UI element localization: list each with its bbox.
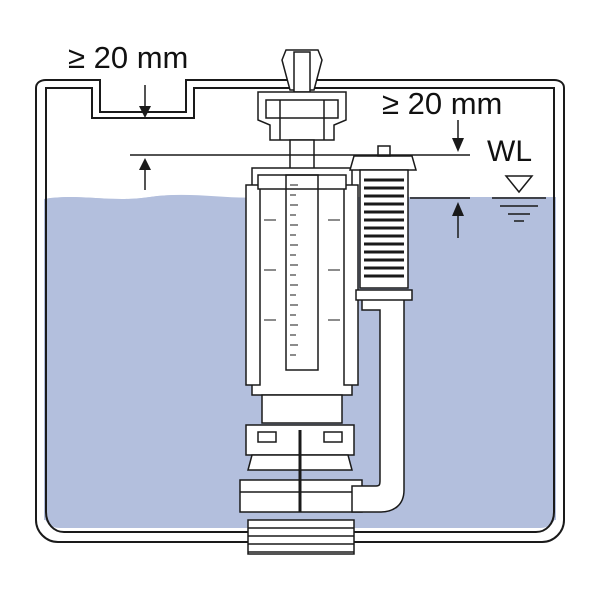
- outlet-thread: [247, 519, 355, 555]
- water-level-triangle-icon: [492, 175, 546, 222]
- bellows-ribs: [364, 178, 404, 278]
- overflow-cap: [349, 155, 417, 171]
- flush-valve: [239, 49, 363, 555]
- valve-cage: [251, 167, 353, 396]
- scale-ticks: [264, 184, 340, 356]
- overflow-clearance-label: ≥ 20 mm: [382, 86, 503, 121]
- height-scale: [285, 174, 319, 371]
- water-level-label: WL: [487, 135, 532, 168]
- cover-clearance-label: ≥ 20 mm: [68, 40, 189, 75]
- overflow-bracket: [355, 289, 413, 301]
- valve-lower-body: [261, 394, 343, 424]
- dimension-arrow-icon: [139, 106, 464, 216]
